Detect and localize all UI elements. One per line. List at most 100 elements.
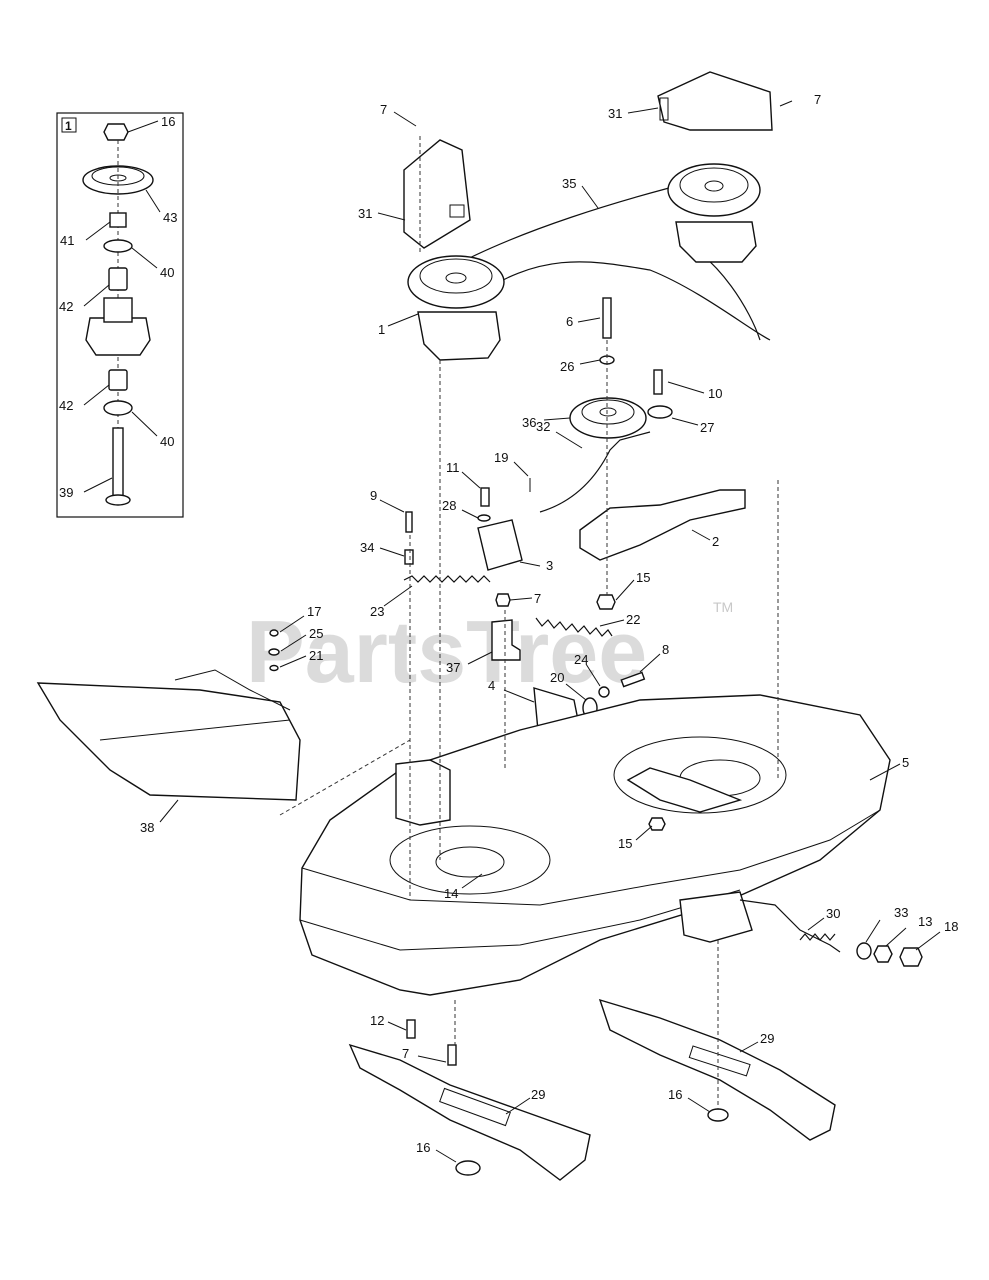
spindle-bushing-lower	[108, 369, 128, 391]
callout-inset-40-lower: 40	[160, 434, 174, 449]
callout-7-top-left: 7	[380, 102, 387, 117]
callout-18: 18	[944, 919, 958, 934]
belt-cover-left	[403, 139, 471, 249]
callout-28: 28	[442, 498, 456, 513]
callout-7-bracket: 7	[534, 591, 541, 606]
bolt-8	[620, 671, 646, 688]
callout-16-right: 16	[668, 1087, 682, 1102]
deck-recess-left	[389, 825, 551, 895]
callout-5: 5	[902, 755, 909, 770]
deck-belt-upper	[449, 179, 701, 269]
callout-9: 9	[370, 488, 377, 503]
bolt-7-blade	[447, 1044, 457, 1066]
callout-4: 4	[488, 678, 495, 693]
callout-37: 37	[446, 660, 460, 675]
callout-33: 33	[894, 905, 908, 920]
nut-18	[899, 947, 923, 967]
callout-34: 34	[360, 540, 374, 555]
callout-16-left: 16	[416, 1140, 430, 1155]
nut-13	[873, 945, 893, 963]
callout-35: 35	[562, 176, 576, 191]
idler-arm	[579, 489, 746, 561]
callout-15-lower: 15	[618, 836, 632, 851]
deck-bracket-left	[395, 759, 451, 826]
watermark-trademark: TM	[713, 599, 733, 615]
idler-rod	[539, 431, 651, 513]
callout-29-right: 29	[760, 1031, 774, 1046]
inset-tag-box	[61, 117, 77, 133]
spring-23	[403, 575, 491, 583]
callout-15-upper: 15	[636, 570, 650, 585]
callout-13: 13	[918, 914, 932, 929]
spindle-housing	[85, 317, 151, 356]
bolt-6	[602, 297, 612, 339]
callout-30: 30	[826, 906, 840, 921]
pulley-right-spindle	[667, 163, 761, 263]
callout-10: 10	[708, 386, 722, 401]
callout-32: 32	[536, 419, 550, 434]
blade-nut-right	[707, 1108, 729, 1122]
callout-11: 11	[446, 460, 460, 475]
bracket-37	[491, 619, 521, 661]
callout-inset-40: 40	[160, 265, 174, 280]
spindle-bearing-upper	[109, 212, 127, 228]
bolt-9	[405, 511, 413, 533]
spindle-nut	[103, 123, 129, 141]
callout-23: 23	[370, 604, 384, 619]
spacer-34	[404, 549, 414, 565]
part-25	[268, 648, 280, 656]
callout-7-top-right: 7	[814, 92, 821, 107]
inset-tag-label: 1	[65, 119, 72, 133]
idler-pulley	[569, 397, 647, 439]
callout-2: 2	[712, 534, 719, 549]
nut-15-upper	[596, 594, 616, 610]
mower-deck	[299, 694, 891, 996]
callout-31-left: 31	[358, 206, 372, 221]
callout-7-blade: 7	[402, 1046, 409, 1061]
bracket-3	[477, 519, 523, 571]
callout-20: 20	[550, 670, 564, 685]
spring-22	[535, 617, 613, 637]
part-17	[269, 629, 279, 637]
spindle-pulley	[82, 165, 154, 195]
spindle-shaft	[112, 427, 124, 499]
callout-29-left: 29	[531, 1087, 545, 1102]
callout-inset-43: 43	[163, 210, 177, 225]
bolt-11	[480, 487, 490, 507]
callout-inset-42-upper: 42	[59, 299, 73, 314]
deck-bracket-right	[626, 767, 743, 813]
deck-recess-right	[613, 736, 787, 814]
washer-27	[647, 405, 673, 419]
callout-38: 38	[140, 820, 154, 835]
bolt-7-bracket	[495, 593, 511, 607]
discharge-chute	[36, 682, 301, 801]
callout-19: 19	[494, 450, 508, 465]
nut-15-lower	[648, 817, 666, 831]
hanger-rod-30	[739, 899, 841, 953]
bolt-10	[653, 369, 663, 395]
washer-33	[856, 942, 872, 960]
spindle-spacer-upper	[103, 239, 133, 253]
callout-inset-42-lower: 42	[59, 398, 73, 413]
belt-cover-right	[657, 71, 773, 131]
spindle-bushing-upper	[108, 267, 128, 291]
callout-31-right: 31	[608, 106, 622, 121]
callout-inset-16: 16	[161, 114, 175, 129]
callout-25: 25	[309, 626, 323, 641]
deck-hanger-bracket	[679, 891, 753, 943]
blade-nut-left	[455, 1160, 481, 1176]
callout-21: 21	[309, 648, 323, 663]
callout-3: 3	[546, 558, 553, 573]
washer-28	[477, 514, 491, 522]
bolt-12	[406, 1019, 416, 1039]
callout-6: 6	[566, 314, 573, 329]
watermark-text: PartsTree	[246, 602, 647, 701]
callout-26: 26	[560, 359, 574, 374]
part-24	[598, 686, 610, 698]
pulley-left-spindle	[407, 255, 505, 361]
callout-17: 17	[307, 604, 321, 619]
callout-24: 24	[574, 652, 588, 667]
callout-14: 14	[444, 886, 458, 901]
